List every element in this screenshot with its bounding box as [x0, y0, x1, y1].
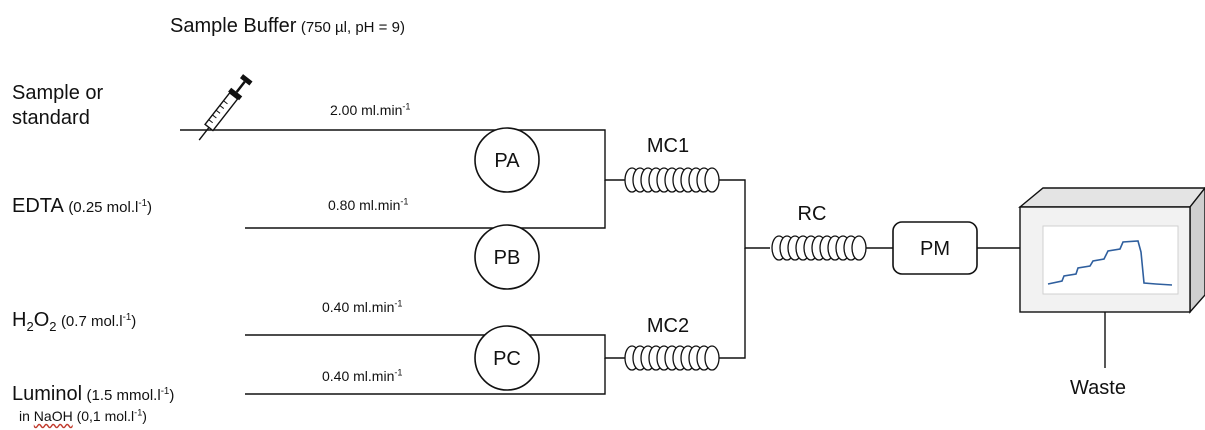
h2o2-rate-value: 0.40 ml.min: [322, 299, 395, 315]
sample-buffer-title: Sample Buffer (750 µl, pH = 9): [170, 15, 405, 37]
detector-box-icon: [1018, 186, 1205, 314]
luminol-solvent-name: NaOH: [33, 408, 73, 424]
tubing: [180, 129, 1106, 395]
h2o2-sub1: 2: [26, 319, 34, 334]
edta-name: EDTA: [12, 195, 64, 217]
pump-pb: PB: [474, 224, 540, 290]
h2o2-o: O: [33, 309, 50, 331]
edta-label: EDTA (0.25 mol.l-1): [12, 195, 152, 217]
edta-flow-rate: 0.80 ml.min-1: [328, 196, 409, 213]
sample-rate-exp: -1: [402, 101, 411, 112]
coil-rc-label: RC: [798, 203, 827, 225]
luminol-conc-value: (1.5 mmol.l: [86, 387, 161, 404]
pump-pc: PC: [474, 325, 540, 391]
pump-pb-label: PB: [494, 247, 521, 269]
luminol-solvent-prefix: in: [19, 408, 34, 424]
mixing-coil-mc1: [624, 167, 720, 193]
pump-pa-label: PA: [494, 150, 520, 172]
signal-trace: [1047, 240, 1173, 286]
edta-conc-exp: -1: [138, 198, 148, 209]
sample-label: Sample or standard: [12, 82, 103, 129]
luminol-rate-exp: -1: [394, 367, 403, 378]
h2o2-tube: [245, 334, 625, 359]
luminol-conc-close: ): [169, 387, 175, 404]
h2o2-conc: (0.7 mol.l-1): [61, 313, 136, 330]
waste-label: Waste: [1070, 377, 1126, 399]
luminol-tube: [245, 358, 606, 395]
reaction-coil-rc: [771, 235, 867, 261]
h2o2-h: H: [12, 309, 27, 331]
sample-tube: [180, 129, 625, 181]
luminol-solvent-conc: (0,1 mol.l: [72, 408, 135, 424]
luminol-rate-value: 0.40 ml.min: [322, 368, 395, 384]
coil-mc2-label: MC2: [647, 315, 689, 337]
luminol-label: Luminol (1.5 mmol.l-1): [12, 383, 174, 405]
luminol-solvent-exp: -1: [134, 407, 143, 418]
sample-rate-value: 2.00 ml.min: [330, 102, 403, 118]
coil-turn: [704, 345, 720, 371]
h2o2-conc-exp: -1: [122, 312, 132, 323]
sample-flow-rate: 2.00 ml.min-1: [330, 101, 411, 118]
h2o2-formula: H2O2: [12, 309, 57, 334]
pm-label: PM: [920, 238, 950, 260]
luminol-flow-rate: 0.40 ml.min-1: [322, 367, 403, 384]
photomultiplier-pm: PM: [892, 221, 978, 275]
sample-label-line1: Sample or: [12, 82, 104, 104]
h2o2-sub2: 2: [49, 319, 57, 334]
luminol-conc-exp: -1: [160, 386, 170, 397]
mc1-outlet-tube: [717, 179, 770, 249]
buffer-detail: (750 µl, pH = 9): [300, 19, 405, 36]
h2o2-flow-rate: 0.40 ml.min-1: [322, 298, 403, 315]
luminol-solvent: in NaOH (0,1 mol.l-1): [19, 407, 147, 424]
coil-turn: [851, 235, 867, 261]
pump-pa: PA: [474, 127, 540, 193]
pump-pc-label: PC: [493, 348, 521, 370]
h2o2-label: H2O2 (0.7 mol.l-1): [12, 309, 136, 334]
coil-mc1-label: MC1: [647, 135, 689, 157]
edta-conc: (0.25 mol.l-1): [68, 199, 152, 216]
syringe-icon: [198, 74, 253, 141]
coil-turn: [704, 167, 720, 193]
buffer-name: Sample Buffer: [170, 15, 297, 37]
luminol-solvent-close: ): [142, 408, 147, 424]
edta-conc-value: (0.25 mol.l: [68, 199, 139, 216]
edta-rate-exp: -1: [400, 196, 409, 207]
h2o2-rate-exp: -1: [394, 298, 403, 309]
edta-tube: [245, 180, 606, 229]
sample-label-line2: standard: [12, 107, 90, 129]
edta-conc-close: ): [147, 199, 153, 216]
luminol-name: Luminol: [12, 383, 83, 405]
edta-rate-value: 0.80 ml.min: [328, 197, 401, 213]
luminol-conc: (1.5 mmol.l-1): [87, 387, 175, 404]
h2o2-conc-value: (0.7 mol.l: [60, 313, 123, 330]
h2o2-conc-close: ): [131, 313, 137, 330]
mc2-outlet-tube: [717, 248, 746, 359]
mixing-coil-mc2: [624, 345, 720, 371]
